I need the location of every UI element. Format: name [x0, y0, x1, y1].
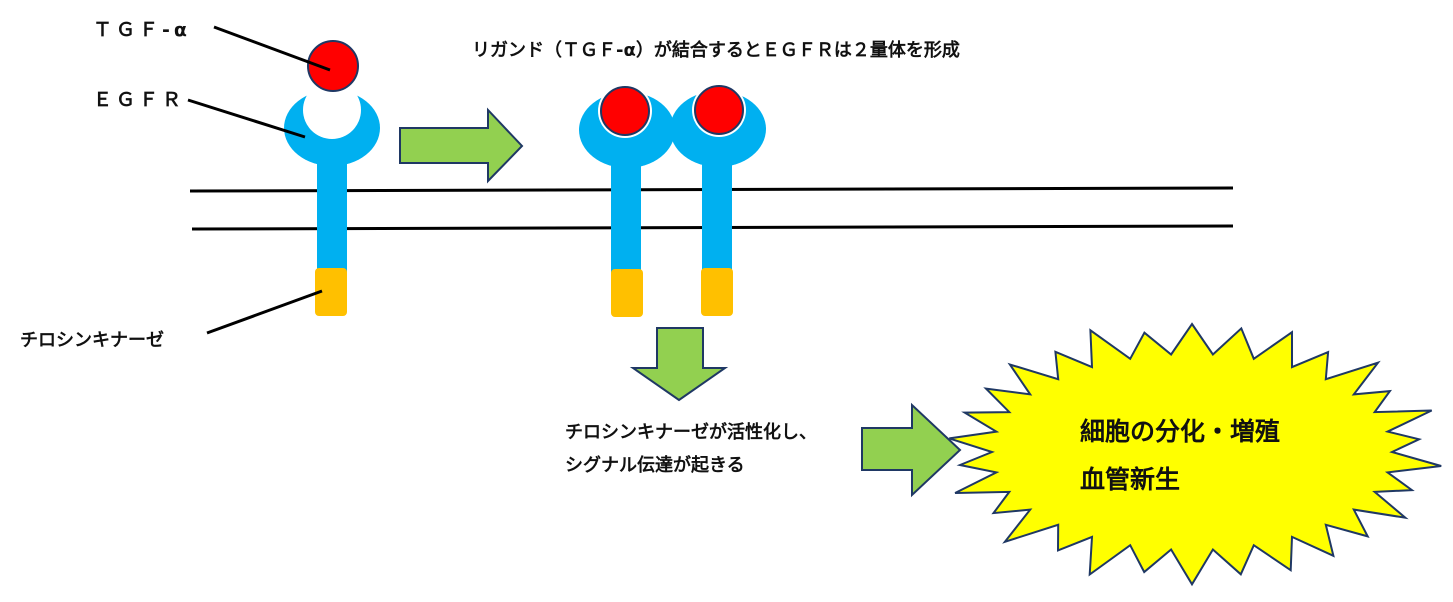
tgf-label: ＴＧＦ-α: [93, 19, 191, 41]
egfr-dimer: [579, 83, 766, 317]
tgf-alpha-ligand: [600, 86, 650, 136]
result-text-line2: 血管新生: [1080, 465, 1180, 494]
down-arrow-icon: [629, 327, 729, 402]
egfr-label: ＥＧＦＲ: [93, 89, 185, 111]
egfr-monomer: [284, 40, 380, 316]
signal-text-line1: チロシンキナーゼが活性化し、: [565, 421, 817, 443]
tgf-alpha-ligand: [307, 40, 359, 92]
kinase-pointer-line: [206, 289, 323, 335]
receptor-stem: [317, 155, 347, 275]
result-starburst: [948, 322, 1442, 587]
tgf-alpha-ligand: [694, 85, 744, 135]
receptor-stem: [702, 155, 732, 275]
binding-site: [303, 81, 361, 139]
egfr-pointer-line: [187, 98, 306, 139]
result-text-line1: 細胞の分化・増殖: [1080, 417, 1280, 446]
dimer-title: リガンド（ＴＧＦ-α）が結合するとＥＧＦＲは２量体を形成: [472, 39, 960, 61]
right-arrow-icon: [861, 402, 962, 498]
tyrosine-kinase-domain: [315, 268, 347, 316]
tyrosine-kinase-label: チロシンキナーゼ: [20, 329, 164, 351]
tyrosine-kinase-domain: [701, 268, 733, 316]
right-arrow-icon: [399, 107, 524, 184]
receptor-stem: [611, 155, 641, 275]
tyrosine-kinase-domain: [611, 269, 643, 317]
signal-text-line2: シグナル伝達が起きる: [565, 454, 745, 476]
tgf-pointer-line: [213, 25, 331, 72]
